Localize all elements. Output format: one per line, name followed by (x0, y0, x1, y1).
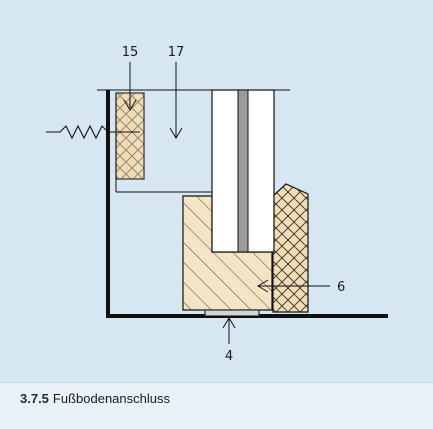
floor-seal (204, 309, 260, 317)
callout-4: 4 (225, 349, 233, 364)
threshold-frame-hatch (183, 196, 272, 310)
floor-connection-drawing: 15 17 6 4 (46, 45, 388, 364)
callout-17: 17 (168, 45, 185, 60)
side-cladding-hatch (273, 184, 308, 312)
callout-6-arrowhead (257, 279, 269, 293)
figure-title: Fußbodenanschluss (52, 391, 170, 406)
callout-6: 6 (337, 280, 345, 295)
callout-15-arrowhead (123, 99, 137, 111)
callout-17-arrowhead (169, 127, 183, 139)
wall-break-line (46, 124, 140, 140)
caption-bar (0, 382, 433, 429)
callout-4-arrowhead (222, 317, 236, 329)
wall-floor-profile (106, 90, 388, 318)
glass-pane (237, 89, 249, 253)
callout-15: 15 (122, 45, 139, 60)
figure-number: 3.7.5 (20, 391, 49, 406)
